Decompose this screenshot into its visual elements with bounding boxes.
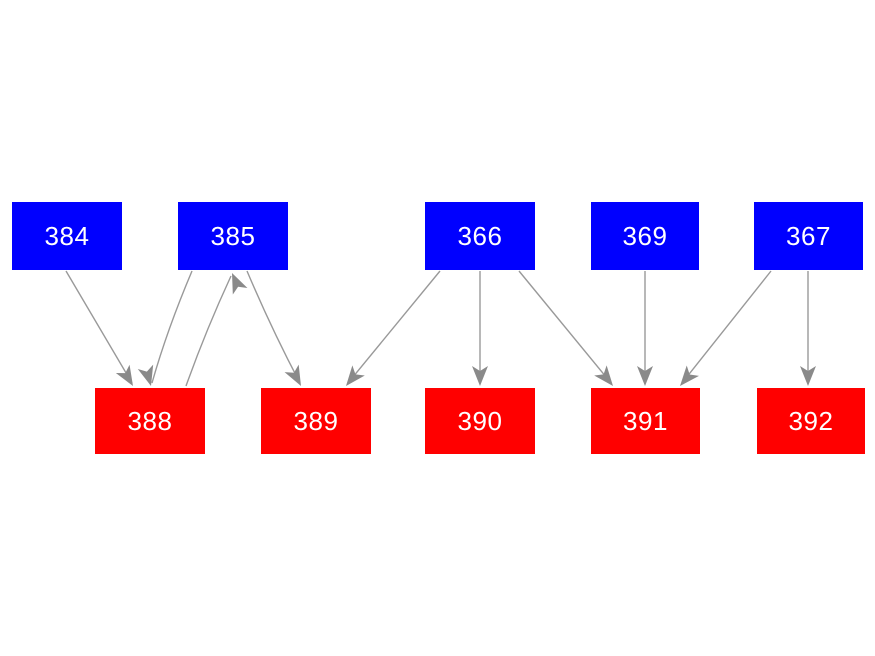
edges-group <box>65 270 816 387</box>
node-388[interactable]: 388 <box>95 388 205 454</box>
edge-388-to-385 <box>185 273 248 387</box>
node-369[interactable]: 369 <box>591 202 699 270</box>
arrow-head-icon <box>800 366 816 386</box>
arrow-head-icon <box>137 364 154 386</box>
edge-line <box>65 270 133 384</box>
edge-366-to-390 <box>472 271 488 386</box>
edge-367-to-391 <box>680 270 772 386</box>
node-384[interactable]: 384 <box>12 202 122 270</box>
edge-line <box>518 270 612 384</box>
edge-line <box>151 270 193 384</box>
arrow-head-icon <box>232 273 248 295</box>
node-392[interactable]: 392 <box>757 388 865 454</box>
edge-line <box>681 270 772 384</box>
edge-366-to-391 <box>518 270 613 386</box>
arrow-head-icon <box>594 365 613 386</box>
edge-385-to-389 <box>246 270 301 386</box>
arrow-head-icon <box>680 365 699 386</box>
edge-369-to-391 <box>637 271 653 386</box>
edge-367-to-392 <box>800 271 816 386</box>
node-366[interactable]: 366 <box>425 202 535 270</box>
arrow-head-icon <box>284 364 301 386</box>
edge-line <box>185 275 232 387</box>
edge-385-to-388 <box>137 270 193 386</box>
edge-line <box>246 270 301 384</box>
edge-384-to-388 <box>65 270 133 386</box>
arrow-head-icon <box>472 366 488 386</box>
node-391[interactable]: 391 <box>591 388 700 454</box>
arrow-head-icon <box>115 364 133 386</box>
edge-line <box>347 270 441 384</box>
node-385[interactable]: 385 <box>178 202 288 270</box>
edge-366-to-389 <box>346 270 441 386</box>
node-367[interactable]: 367 <box>754 202 863 270</box>
node-389[interactable]: 389 <box>261 388 371 454</box>
node-390[interactable]: 390 <box>425 388 535 454</box>
arrow-head-icon <box>637 366 653 386</box>
arrow-head-icon <box>346 365 365 386</box>
